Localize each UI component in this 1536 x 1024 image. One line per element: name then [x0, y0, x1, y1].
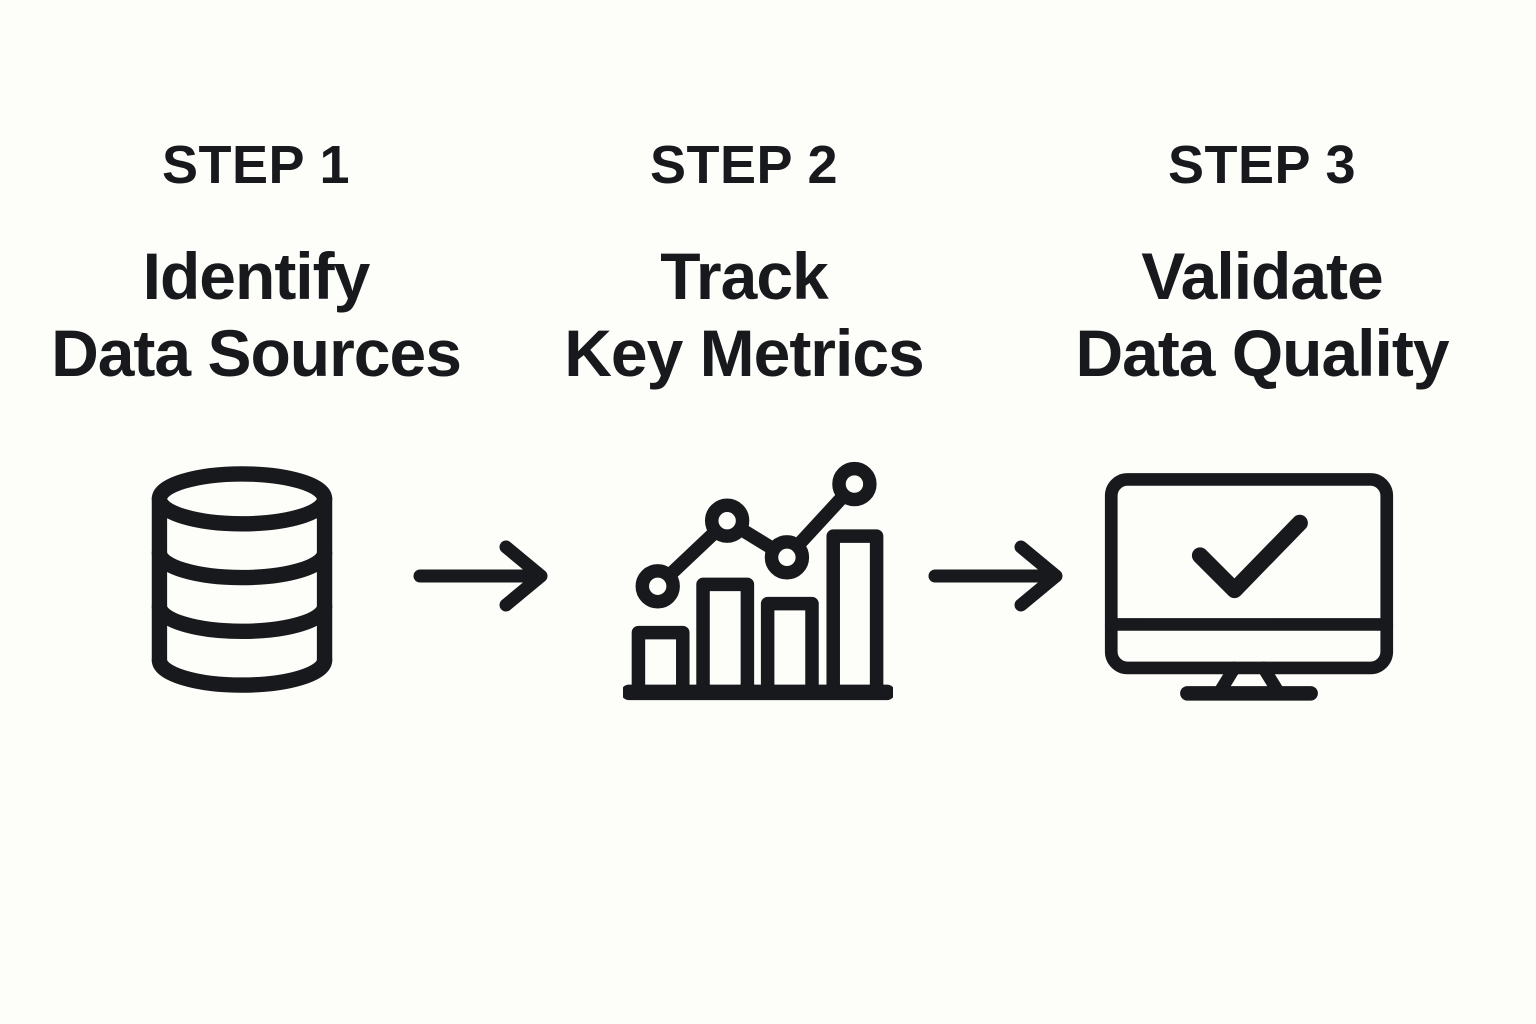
step-3-title-line-2: Data Quality [1075, 316, 1449, 390]
step-1-icon-wrap [0, 466, 506, 693]
step-2-column: STEP 2 Track Key Metrics [494, 0, 994, 780]
connector-1 [413, 538, 549, 614]
step-1-label: STEP 1 [161, 135, 351, 195]
step-3-label: STEP 3 [1167, 135, 1357, 195]
step-2-label: STEP 2 [649, 135, 839, 195]
connector-2 [928, 538, 1064, 614]
step-3-title-line-1: Validate [1141, 239, 1383, 313]
step-3-icon-wrap [986, 472, 1512, 708]
database-icon [151, 466, 333, 693]
arrow-right-icon [928, 540, 1063, 612]
step-2-title-line-1: Track [660, 239, 828, 313]
step-1-title-line-2: Data Sources [51, 316, 462, 390]
step-1-column: STEP 1 Identify Data Sources [6, 0, 506, 780]
arrow-right-icon [413, 540, 548, 612]
step-1-title-line-1: Identify [142, 239, 371, 313]
step-2-title-line-2: Key Metrics [564, 316, 925, 390]
monitor-check-icon [1104, 473, 1394, 701]
step-3-column: STEP 3 Validate Data Quality [1012, 0, 1512, 780]
step-2-title: Track Key Metrics [454, 238, 1034, 392]
step-3-title: Validate Data Quality [972, 238, 1536, 392]
step-1-title: Identify Data Sources [0, 238, 546, 392]
bar-chart-trend-icon [623, 461, 893, 701]
step-2-icon-wrap [522, 455, 994, 706]
